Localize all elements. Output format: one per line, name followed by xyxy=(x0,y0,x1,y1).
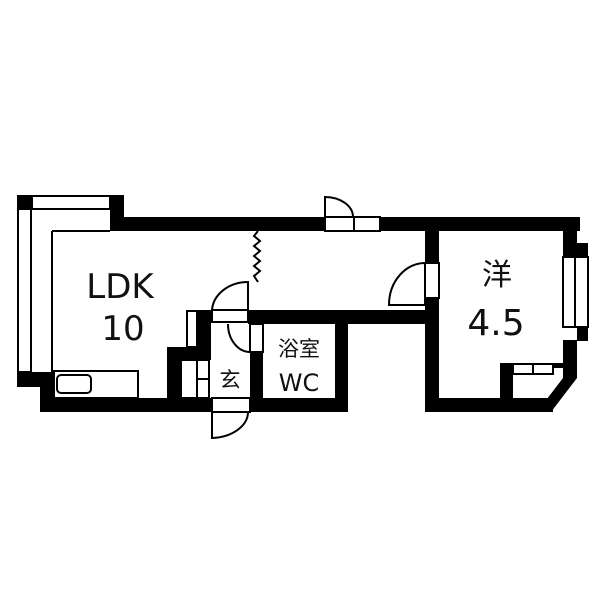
room-label-bath: 浴室 xyxy=(278,337,320,361)
room-label-entrance: 玄 xyxy=(220,368,241,392)
door-bath xyxy=(227,323,264,353)
shoe-cabinet xyxy=(180,310,210,399)
partition-accordion xyxy=(252,230,262,283)
door-western-room xyxy=(387,262,440,306)
door-front-entrance xyxy=(211,397,251,440)
room-label-western: 洋 xyxy=(482,258,512,293)
window-western-right xyxy=(562,256,589,328)
room-label-wc: WC xyxy=(279,369,320,397)
closet-doors xyxy=(512,363,554,375)
door-ldk-entry xyxy=(211,280,249,323)
window-ldk-left xyxy=(17,195,111,373)
kitchen-counter xyxy=(53,370,139,399)
window-top-center xyxy=(324,195,381,232)
room-size-ldk: 10 xyxy=(101,309,144,349)
room-size-western: 4.5 xyxy=(467,303,524,344)
room-label-ldk: LDK xyxy=(86,267,155,307)
